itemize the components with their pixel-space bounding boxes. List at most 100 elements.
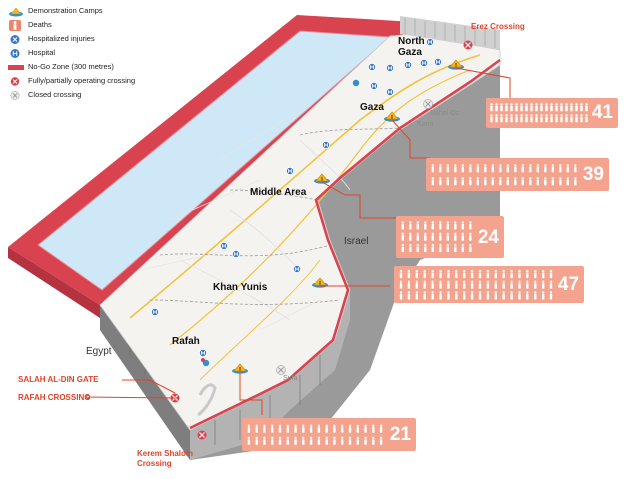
- hospital-icon: [367, 62, 377, 72]
- people-icons: [247, 424, 383, 445]
- person-icon: [580, 103, 583, 112]
- person-icon: [535, 114, 538, 123]
- person-icon: [401, 243, 404, 253]
- person-icon: [559, 177, 562, 186]
- person-icon: [286, 436, 289, 445]
- person-icon: [439, 269, 442, 279]
- people-icons: [399, 269, 553, 300]
- country-label-egypt: Egypt: [86, 346, 112, 357]
- person-icon: [545, 103, 548, 112]
- person-icon: [372, 424, 375, 433]
- person-icon: [525, 103, 528, 112]
- person-icon: [379, 436, 383, 445]
- karni-label: Karni: [417, 121, 434, 128]
- person-icon: [286, 424, 289, 433]
- person-icon: [530, 103, 533, 112]
- person-icon: [431, 221, 434, 230]
- person-icon: [469, 243, 472, 253]
- person-icon: [510, 280, 513, 289]
- person-icon: [486, 291, 490, 300]
- erez-crossing-label: Erez Crossing: [471, 22, 525, 31]
- legend-hospitalized: Hospitalized injuries: [6, 32, 156, 46]
- hospital-icon: [285, 166, 295, 176]
- person-icon: [454, 243, 457, 253]
- person-icon: [470, 291, 474, 300]
- person-icon: [506, 164, 509, 173]
- person-icon: [499, 164, 502, 173]
- person-icon: [348, 436, 352, 445]
- hospital-icon: [321, 140, 331, 150]
- person-icon: [560, 114, 563, 123]
- hospital-icon: [433, 57, 443, 67]
- person-icon: [529, 164, 532, 173]
- person-icon: [407, 269, 411, 279]
- person-icon: [446, 221, 449, 230]
- person-icon: [446, 164, 449, 173]
- person-icon: [447, 269, 450, 279]
- person-icon: [364, 424, 367, 433]
- person-icon: [545, 114, 548, 123]
- hospital-icon: [292, 264, 302, 274]
- person-icon: [534, 291, 537, 300]
- legend-no-go-zone: No-Go Zone (300 metres): [6, 60, 156, 74]
- strip-surface: [99, 16, 501, 431]
- person-icon: [247, 424, 251, 433]
- person-icon: [570, 103, 573, 112]
- person-icon: [364, 436, 367, 445]
- person-icon: [309, 424, 313, 433]
- person-icon: [463, 269, 466, 279]
- kerem-shalom-crossing-label: Kerem Shalom Crossing: [137, 449, 194, 468]
- hospital-icon: [419, 58, 429, 68]
- person-icon: [470, 280, 474, 289]
- person-icon: [526, 280, 529, 289]
- person-icon: [263, 436, 266, 445]
- person-icon: [521, 177, 524, 186]
- person-icon: [454, 221, 457, 230]
- person-icon: [476, 164, 479, 173]
- person-icon: [431, 291, 434, 300]
- nahal-oz-closed-icon: [423, 99, 433, 109]
- person-icon: [424, 221, 427, 230]
- person-icon: [294, 436, 297, 445]
- person-icon: [490, 103, 493, 112]
- person-icon: [423, 280, 426, 289]
- person-icon: [407, 280, 411, 289]
- death-count-rafah: 21: [242, 418, 416, 451]
- hospital-icon: [231, 249, 241, 259]
- person-icon: [525, 114, 528, 123]
- person-icon: [302, 424, 305, 433]
- person-icon: [575, 103, 578, 112]
- person-icon: [502, 269, 505, 279]
- death-count-north-gaza: 41: [486, 98, 618, 128]
- person-icon: [302, 436, 305, 445]
- region-label-north-gaza: North Gaza: [398, 36, 425, 58]
- person-icon: [461, 164, 464, 173]
- person-icon: [506, 177, 509, 186]
- person-icon: [423, 269, 426, 279]
- person-icon: [494, 280, 497, 289]
- person-icon: [469, 221, 472, 230]
- person-icon: [534, 280, 537, 289]
- hospital-icon: [10, 49, 20, 58]
- person-icon: [379, 424, 383, 433]
- person-icon: [278, 436, 282, 445]
- person-icon: [510, 291, 513, 300]
- person-icon: [500, 103, 503, 112]
- person-icon: [356, 436, 359, 445]
- person-icon: [431, 164, 434, 173]
- person-icon: [461, 221, 464, 230]
- person-icon: [494, 291, 497, 300]
- person-icon: [560, 103, 563, 112]
- hospital-icon: [369, 81, 379, 91]
- person-icon: [263, 424, 266, 433]
- person-icon: [478, 291, 482, 300]
- person-icon: [341, 424, 344, 433]
- person-icon: [542, 291, 545, 300]
- person-icon: [555, 114, 558, 123]
- person-icon: [500, 114, 503, 123]
- person-icon: [470, 269, 474, 279]
- legend-deaths: Deaths: [6, 18, 156, 32]
- person-icon: [309, 436, 313, 445]
- legend-closed-crossing: Closed crossing: [6, 88, 156, 102]
